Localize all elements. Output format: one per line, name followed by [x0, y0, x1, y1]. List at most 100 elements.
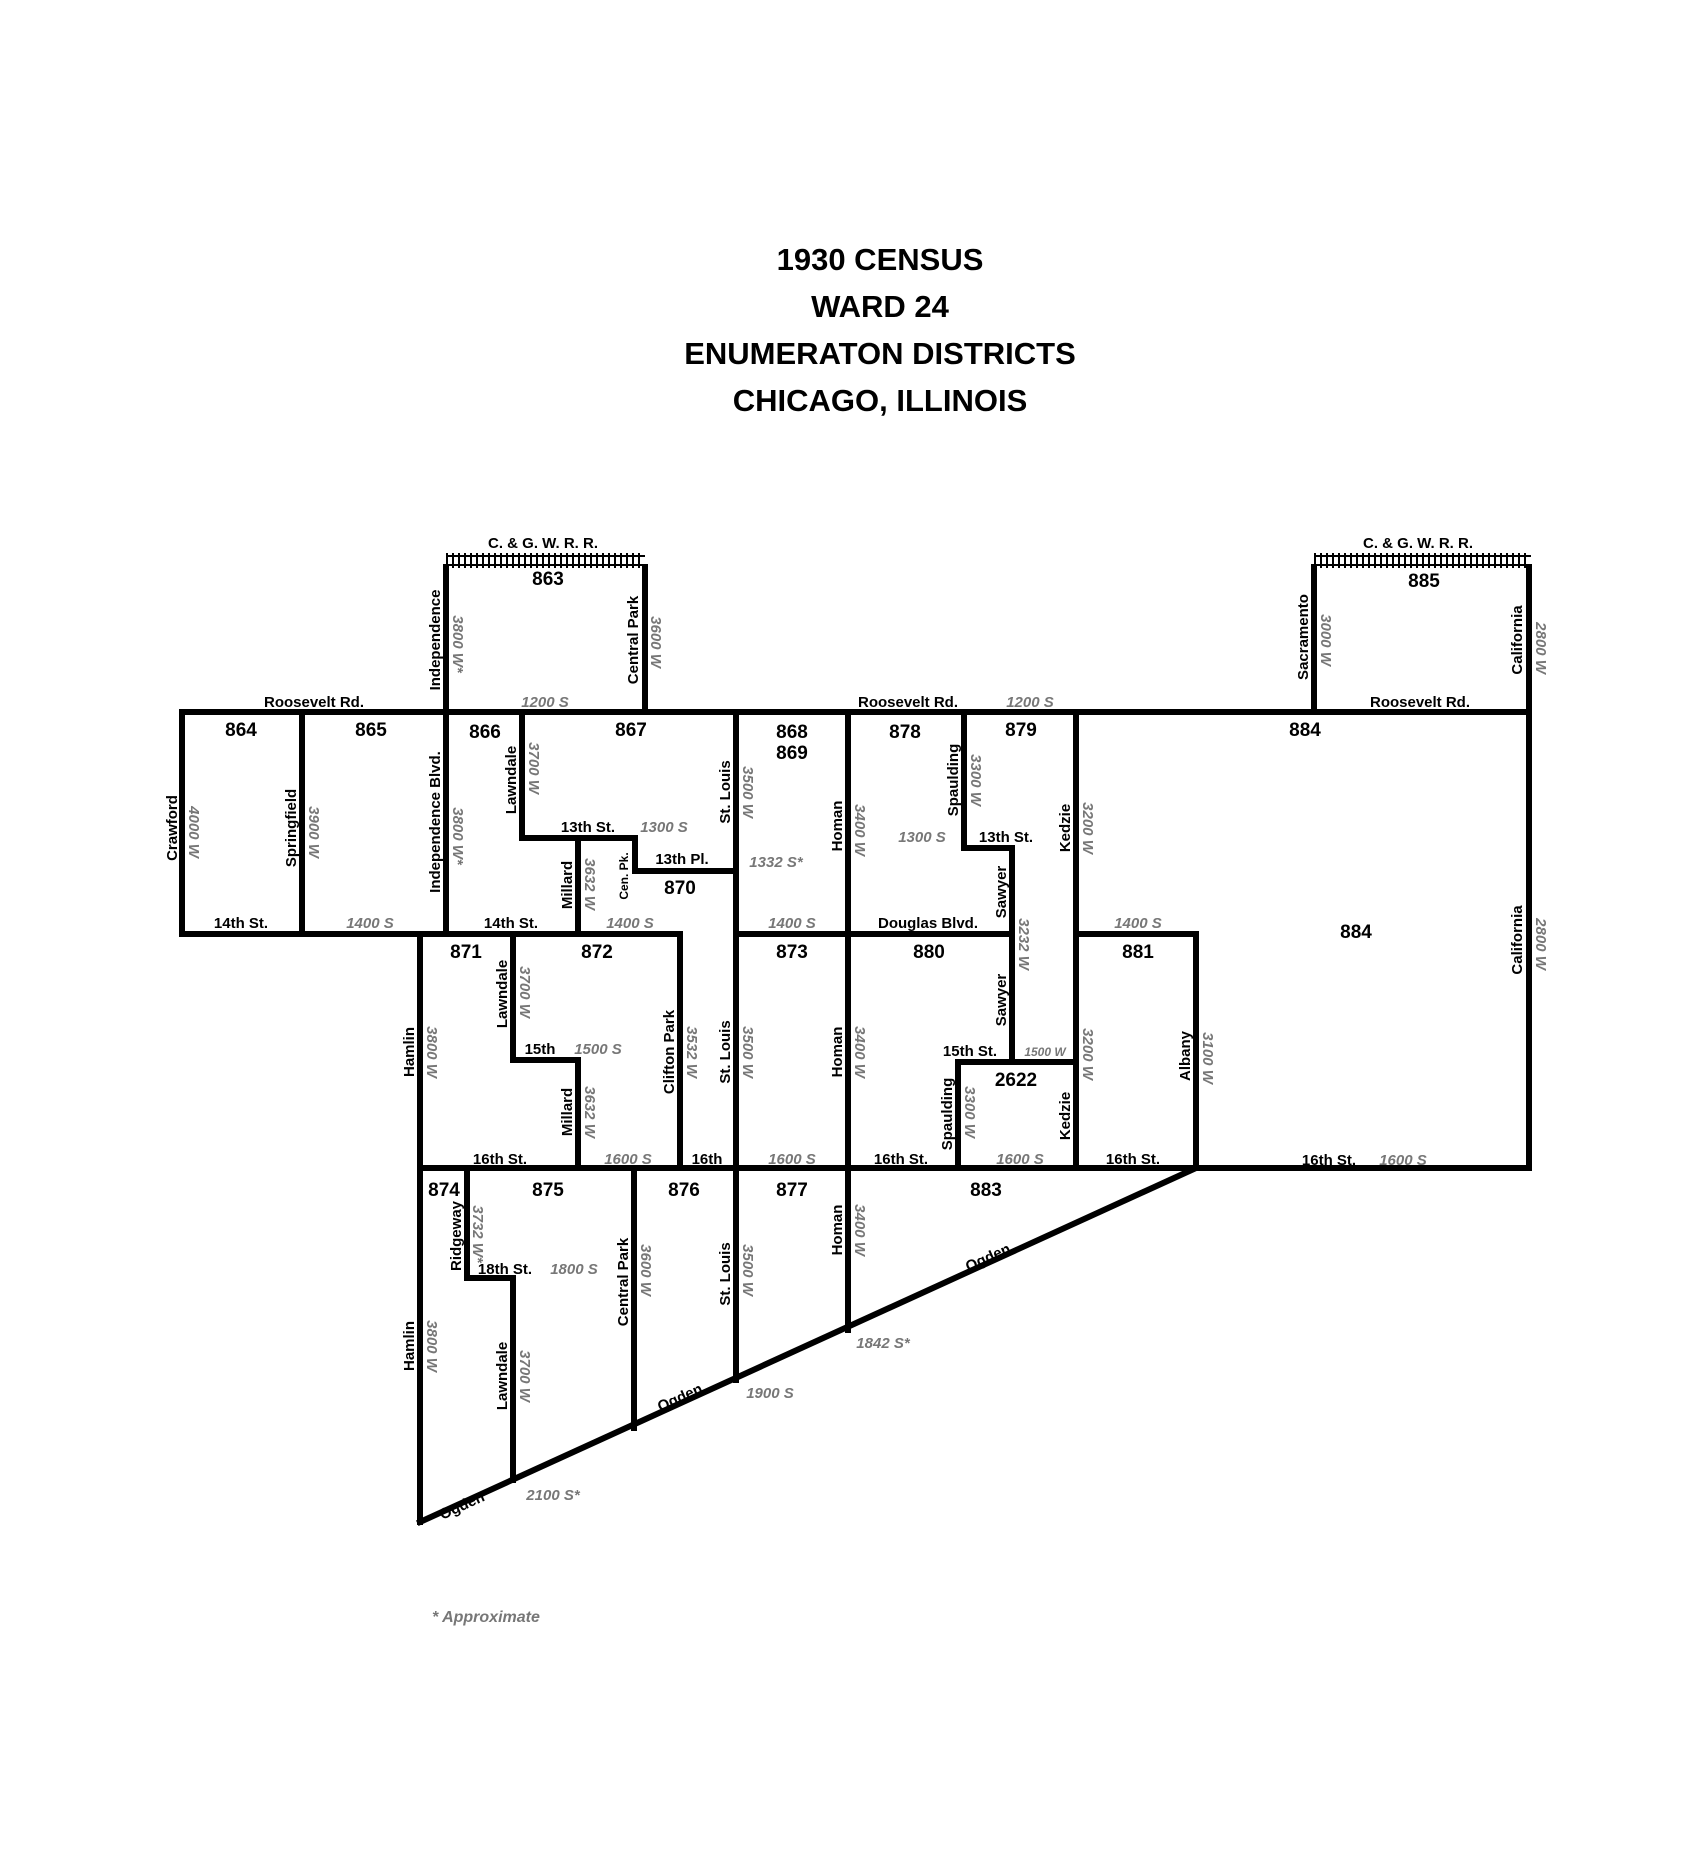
addr-3300w-south: 3300 W	[961, 1086, 978, 1140]
district-880: 880	[913, 942, 945, 963]
boundary-13th	[519, 709, 739, 874]
district-boundaries	[179, 564, 1532, 1526]
addr-3100w: 3100 W	[1199, 1032, 1216, 1086]
district-879: 879	[1005, 720, 1037, 741]
district-866: 866	[469, 722, 501, 743]
addr-1900s: 1900 S	[746, 1385, 794, 1402]
district-867: 867	[615, 720, 647, 741]
addr-1300s-west: 1300 S	[640, 819, 688, 836]
label-st-louis-south: St. Louis	[717, 1242, 734, 1305]
addr-3700w-south: 3700 W	[516, 1350, 533, 1404]
address-labels-vertical: 3800 W* 3600 W 3000 W 2800 W 4000 W 3900…	[185, 614, 1549, 1404]
label-springfield: Springfield	[283, 789, 300, 867]
addr-4000w: 4000 W	[185, 805, 202, 860]
title-line-4: CHICAGO, ILLINOIS	[733, 383, 1028, 418]
label-crawford: Crawford	[164, 795, 181, 861]
addr-3900w: 3900 W	[305, 806, 322, 860]
addr-1400s-center: 1400 S	[606, 915, 654, 932]
label-ogden-east: Ogden	[963, 1240, 1013, 1275]
district-868: 868	[776, 722, 808, 743]
addr-1400s-stlouis: 1400 S	[768, 915, 816, 932]
addr-1842s: 1842 S*	[856, 1335, 911, 1352]
label-douglas-blvd: Douglas Blvd.	[878, 915, 978, 932]
label-ogden-west: Ogden	[437, 1488, 487, 1523]
label-st-louis-north: St. Louis	[717, 760, 734, 823]
addr-3732w: 3732 W*	[469, 1205, 486, 1264]
district-871: 871	[450, 942, 482, 963]
title-line-1: 1930 CENSUS	[777, 242, 984, 277]
addr-3800w-north: 3800 W	[423, 1026, 440, 1080]
addr-3600w-south: 3600 W	[637, 1244, 654, 1298]
address-labels-horizontal: 1200 S 1200 S 1300 S 1300 S 1332 S* 1400…	[346, 694, 1427, 1504]
label-13th-pl: 13th Pl.	[655, 851, 708, 868]
railroad-left	[446, 553, 645, 568]
addr-1600s-east: 1600 S	[1379, 1152, 1427, 1169]
addr-1300s-east: 1300 S	[898, 829, 946, 846]
district-865: 865	[355, 720, 387, 741]
district-864: 864	[225, 720, 257, 741]
label-independence: Independence	[427, 590, 444, 691]
label-homan-center: Homan	[829, 1027, 846, 1078]
label-kedzie-south: Kedzie	[1057, 1092, 1074, 1140]
district-884-south: 884	[1340, 922, 1372, 943]
addr-1600s-center: 1600 S	[996, 1151, 1044, 1168]
district-878: 878	[889, 722, 921, 743]
addr-3700w-center: 3700 W	[516, 966, 533, 1020]
addr-1600s-west: 1600 S	[604, 1151, 652, 1168]
label-18th-st: 18th St.	[478, 1261, 532, 1278]
street-labels-horizontal: C. & G. W. R. R. C. & G. W. R. R. Roosev…	[214, 535, 1473, 1278]
label-sacramento: Sacramento	[1295, 594, 1312, 680]
boundary-sawyer	[961, 709, 1079, 1065]
addr-3200w-north: 3200 W	[1079, 802, 1096, 856]
district-869: 869	[776, 743, 808, 764]
district-876: 876	[668, 1180, 700, 1201]
addr-3800w-approx-north: 3800 W*	[449, 615, 466, 674]
label-ridgeway: Ridgeway	[448, 1200, 465, 1271]
label-16th: 16th	[692, 1151, 723, 1168]
railroad-right	[1314, 553, 1531, 568]
label-spaulding-north: Spaulding	[945, 744, 962, 817]
label-16th-st-west: 16th St.	[473, 1151, 527, 1168]
addr-3400w-center: 3400 W	[851, 1026, 868, 1080]
label-millard-north: Millard	[559, 861, 576, 909]
label-13th-st-east: 13th St.	[979, 829, 1033, 846]
addr-3800w-south: 3800 W	[423, 1320, 440, 1374]
addr-2800w-south: 2800 W	[1532, 917, 1549, 972]
label-14th-st-west: 14th St.	[214, 915, 268, 932]
label-lawndale-center: Lawndale	[494, 960, 511, 1028]
label-roosevelt-west: Roosevelt Rd.	[264, 694, 364, 711]
district-872: 872	[581, 942, 613, 963]
addr-3300w-north: 3300 W	[967, 754, 984, 808]
district-881: 881	[1122, 942, 1154, 963]
label-railroad-right: C. & G. W. R. R.	[1363, 535, 1473, 552]
addr-1332s: 1332 S*	[749, 854, 804, 871]
label-lawndale-north: Lawndale	[503, 746, 520, 814]
addr-1800s: 1800 S	[550, 1261, 598, 1278]
addr-3800w-approx-center: 3800 W*	[449, 807, 466, 866]
label-california-north: California	[1509, 605, 1526, 675]
boundary-crawford-14th	[179, 709, 423, 937]
title-line-2: WARD 24	[811, 289, 950, 324]
addr-3600w-north: 3600 W	[647, 616, 664, 670]
title-line-3: ENUMERATON DISTRICTS	[684, 336, 1076, 371]
district-875: 875	[532, 1180, 564, 1201]
addr-3400w-south: 3400 W	[851, 1204, 868, 1258]
railroad-ties	[446, 553, 640, 568]
addr-3632w-south: 3632 W	[581, 1086, 598, 1140]
district-877: 877	[776, 1180, 808, 1201]
addr-3532w: 3532 W	[683, 1026, 700, 1080]
label-14th-st-center: 14th St.	[484, 915, 538, 932]
addr-3400w-north: 3400 W	[851, 804, 868, 858]
district-883: 883	[970, 1180, 1002, 1201]
label-kedzie-north: Kedzie	[1057, 804, 1074, 852]
addr-3000w: 3000 W	[1317, 614, 1334, 668]
label-albany: Albany	[1177, 1030, 1194, 1081]
boundary-lawndale-15th	[510, 931, 581, 1171]
label-clifton-park: Clifton Park	[661, 1009, 678, 1094]
label-13th-st-west: 13th St.	[561, 819, 615, 836]
district-labels: 863 885 864 865 866 867 868 869 878 879 …	[225, 569, 1440, 1201]
district-874: 874	[428, 1180, 460, 1201]
label-central-park-north: Central Park	[625, 595, 642, 684]
addr-1500s: 1500 S	[574, 1041, 622, 1058]
